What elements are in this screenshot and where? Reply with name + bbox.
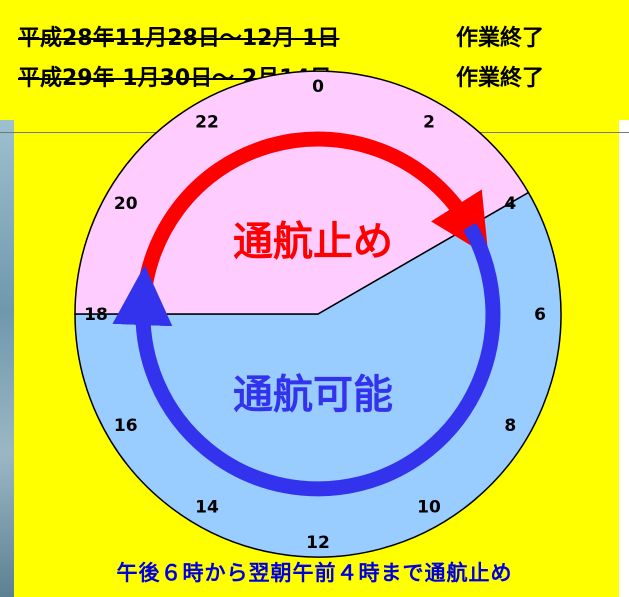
- hour-label: 16: [114, 416, 138, 436]
- hour-label: 12: [306, 533, 330, 553]
- hour-label: 14: [195, 497, 219, 517]
- hour-label: 2: [423, 113, 435, 133]
- background-edge: [619, 120, 629, 597]
- open-label: 通航可能: [233, 372, 393, 418]
- schedule-row: 平成28年11月28日〜12月 1日 作業終了: [18, 20, 544, 52]
- open-period-arrow: [112, 222, 501, 497]
- hour-label: 18: [84, 305, 108, 325]
- closed-period-arrow: [135, 131, 489, 315]
- hour-label: 10: [417, 497, 441, 517]
- background-photo-strip: [0, 120, 14, 597]
- hour-label: 20: [114, 194, 138, 214]
- schedule-row: 平成29年 1月30日〜 2月14日 作業終了: [18, 60, 544, 92]
- hour-label: 4: [504, 194, 516, 214]
- hour-label: 22: [195, 113, 219, 133]
- closed-period-sector: [74, 70, 530, 315]
- schedule-date: 平成28年11月28日〜12月 1日: [18, 26, 340, 51]
- schedule-status: 作業終了: [456, 66, 545, 91]
- closure-note: 午後６時から翌朝午前４時まで通航止め: [116, 561, 513, 585]
- open-period-sector: [74, 191, 562, 558]
- hour-label: 8: [504, 416, 516, 436]
- schedule-status: 作業終了: [456, 26, 545, 51]
- hour-label: 6: [534, 305, 546, 325]
- hour-label: 0: [312, 77, 324, 97]
- closed-label: 通航止め: [233, 219, 393, 265]
